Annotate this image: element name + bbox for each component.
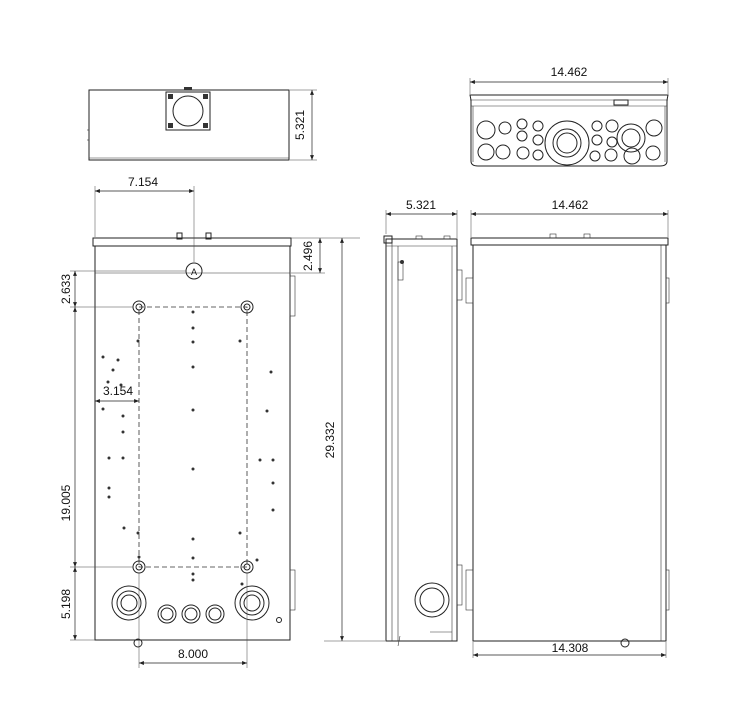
- hub-plate: [165, 91, 211, 131]
- dim-overall-height: 29.332: [323, 238, 385, 642]
- top-view-outline: [88, 89, 290, 161]
- dim-top-band-label: 2.496: [301, 241, 315, 271]
- dim-top-view-depth: 5.321: [290, 89, 317, 161]
- knockout-small: [498, 121, 512, 135]
- dim-mount-left: 3.154: [95, 384, 139, 403]
- dim-hub-offset-label: 7.154: [128, 175, 158, 189]
- hub-opening: [172, 95, 204, 127]
- knockout-small: [516, 118, 528, 130]
- front-view: A: [92, 232, 296, 648]
- knockout-small: [157, 604, 177, 624]
- knockout-large: [544, 120, 590, 166]
- back-view-top-lip: [470, 237, 669, 246]
- end-view-outline: [469, 94, 669, 167]
- dim-bottom-mount: 5.198: [59, 567, 95, 641]
- knockout-small: [476, 120, 496, 140]
- ground-tab: [133, 638, 143, 648]
- back-view-outline: [472, 244, 667, 642]
- dim-mount-spacing-v: 19.005: [59, 307, 133, 568]
- top-view: [87, 87, 290, 161]
- dim-mount-spacing-h-label: 8.000: [178, 647, 208, 661]
- knockout-medium: [616, 123, 646, 153]
- dim-mount-spacing-h: 8.000: [138, 573, 248, 668]
- front-view-top-lip: [92, 237, 292, 247]
- dim-end-view-width: 14.462: [469, 65, 669, 94]
- dim-mount-top-label: 2.633: [59, 274, 73, 304]
- knockout-small: [591, 134, 603, 146]
- knockout-small: [532, 120, 544, 132]
- knockout-small: [205, 604, 225, 624]
- dim-hub-offset: 7.154: [94, 175, 195, 262]
- dim-bottom-width: 14.308: [472, 641, 667, 658]
- knockout-small: [477, 143, 495, 161]
- knockout-small: [495, 144, 511, 160]
- mounting-dots: [101, 310, 275, 586]
- knockout-small: [591, 120, 603, 132]
- end-view: [469, 94, 669, 167]
- knockout-small: [181, 604, 201, 624]
- knockout-small: [516, 130, 528, 142]
- side-knockout: [414, 582, 450, 618]
- dim-mount-left-label: 3.154: [103, 384, 133, 398]
- knockout-large-left: [111, 585, 147, 621]
- dim-mount-spacing-v-label: 19.005: [59, 484, 73, 521]
- knockout-large-right: [234, 585, 270, 621]
- knockout-small: [623, 147, 641, 165]
- back-view: [465, 233, 670, 648]
- knockout-small: [605, 119, 619, 133]
- mounting-pattern: [138, 306, 248, 568]
- knockout-small: [532, 149, 544, 161]
- ground-tab: [620, 638, 630, 648]
- dim-end-view-width-label: 14.462: [551, 65, 588, 79]
- dim-bottom-width-label: 14.308: [552, 641, 589, 655]
- front-view-outline: [94, 245, 291, 641]
- hub-letter: A: [191, 267, 197, 277]
- dim-back-width-label: 14.462: [552, 198, 589, 212]
- dim-side-depth: 5.321: [385, 198, 458, 238]
- knockout-small: [645, 119, 663, 137]
- dim-bottom-mount-label: 5.198: [59, 589, 73, 619]
- dim-overall-height-label: 29.332: [323, 421, 337, 458]
- knockout-small: [606, 136, 618, 148]
- knockout-small: [604, 148, 618, 162]
- dim-back-width: 14.462: [470, 198, 669, 237]
- mount-hole: [240, 300, 254, 314]
- knockout-small: [516, 146, 530, 160]
- dim-mount-top: 2.633: [59, 270, 186, 308]
- knockout-small: [645, 145, 661, 161]
- dim-top-band: 2.496: [291, 237, 360, 274]
- dim-top-view-depth-label: 5.321: [293, 110, 307, 140]
- side-view-outline: [385, 238, 458, 642]
- dim-side-depth-label: 5.321: [406, 198, 436, 212]
- knockout-small: [532, 134, 544, 146]
- side-view: [383, 235, 463, 647]
- knockout-small: [589, 150, 601, 162]
